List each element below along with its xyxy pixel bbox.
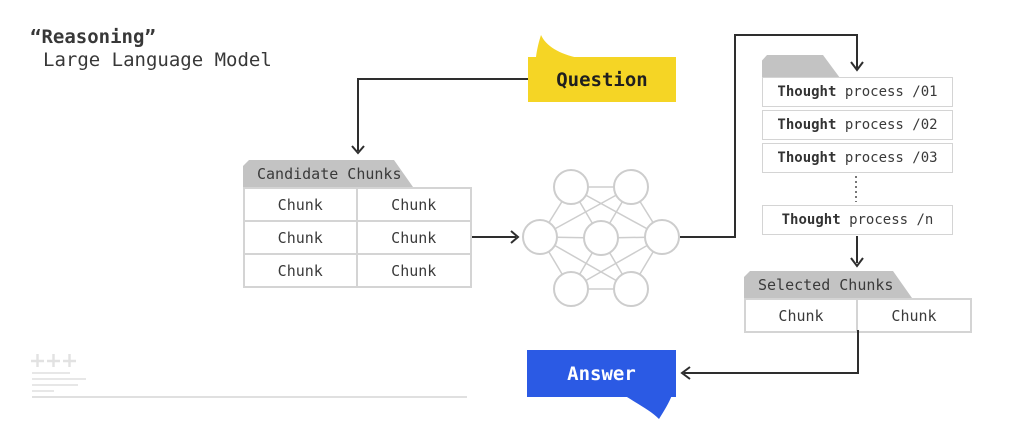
candidate-to-network-arrow bbox=[472, 230, 520, 244]
candidate-chunks-tab-label: Candidate Chunks bbox=[257, 164, 402, 183]
chunk-cell: Chunk bbox=[245, 189, 358, 222]
thought-row-rest: process /03 bbox=[836, 150, 938, 166]
chunk-cell: Chunk bbox=[245, 255, 358, 286]
selected-to-answer-arrow bbox=[680, 330, 859, 380]
chunk-cell: Chunk bbox=[858, 300, 970, 331]
page-title: “Reasoning” Large Language Model bbox=[30, 26, 272, 72]
question-to-candidate-arrow bbox=[351, 78, 528, 155]
thought-row-bold: Thought bbox=[781, 212, 841, 228]
thought-row-rest: process /01 bbox=[836, 84, 938, 100]
thought-to-selected-arrow bbox=[850, 236, 864, 268]
thought-row-bold: Thought bbox=[777, 84, 837, 100]
thought-process-row-n: Thought process /n bbox=[762, 205, 953, 235]
answer-label: Answer bbox=[567, 362, 636, 385]
plus-marks-decoration bbox=[31, 354, 76, 367]
thought-row-bold: Thought bbox=[777, 117, 837, 133]
chunk-cell: Chunk bbox=[357, 222, 470, 255]
question-label: Question bbox=[556, 68, 648, 91]
title-line-llm: Large Language Model bbox=[43, 49, 272, 71]
thought-process-row: Thought process /02 bbox=[762, 110, 953, 140]
chunk-cell: Chunk bbox=[357, 189, 470, 222]
answer-bubble: Answer bbox=[527, 350, 676, 397]
text-placeholder-lines-decoration bbox=[32, 372, 467, 398]
candidate-chunks-tab: Candidate Chunks bbox=[243, 160, 413, 187]
candidate-chunks-table: Chunk Chunk Chunk Chunk Chunk Chunk bbox=[243, 187, 472, 288]
answer-speech-tail-icon bbox=[624, 395, 672, 419]
thought-row-rest: process /n bbox=[840, 212, 934, 228]
selected-chunks-tab: Selected Chunks bbox=[744, 271, 912, 298]
chunk-cell: Chunk bbox=[746, 300, 858, 331]
thought-row-rest: process /02 bbox=[836, 117, 938, 133]
chunk-cell: Chunk bbox=[357, 255, 470, 286]
neural-network-icon bbox=[522, 169, 680, 307]
selected-chunks-table: Chunk Chunk bbox=[744, 298, 972, 333]
question-bubble: Question bbox=[528, 57, 676, 102]
title-line-reasoning: “Reasoning” bbox=[30, 26, 156, 48]
chunk-cell: Chunk bbox=[245, 222, 358, 255]
thought-process-row: Thought process /03 bbox=[762, 143, 953, 173]
thought-list-tab bbox=[762, 55, 840, 78]
selected-chunks-tab-label: Selected Chunks bbox=[758, 275, 894, 294]
thought-process-row: Thought process /01 bbox=[762, 77, 953, 107]
thought-row-bold: Thought bbox=[777, 150, 837, 166]
